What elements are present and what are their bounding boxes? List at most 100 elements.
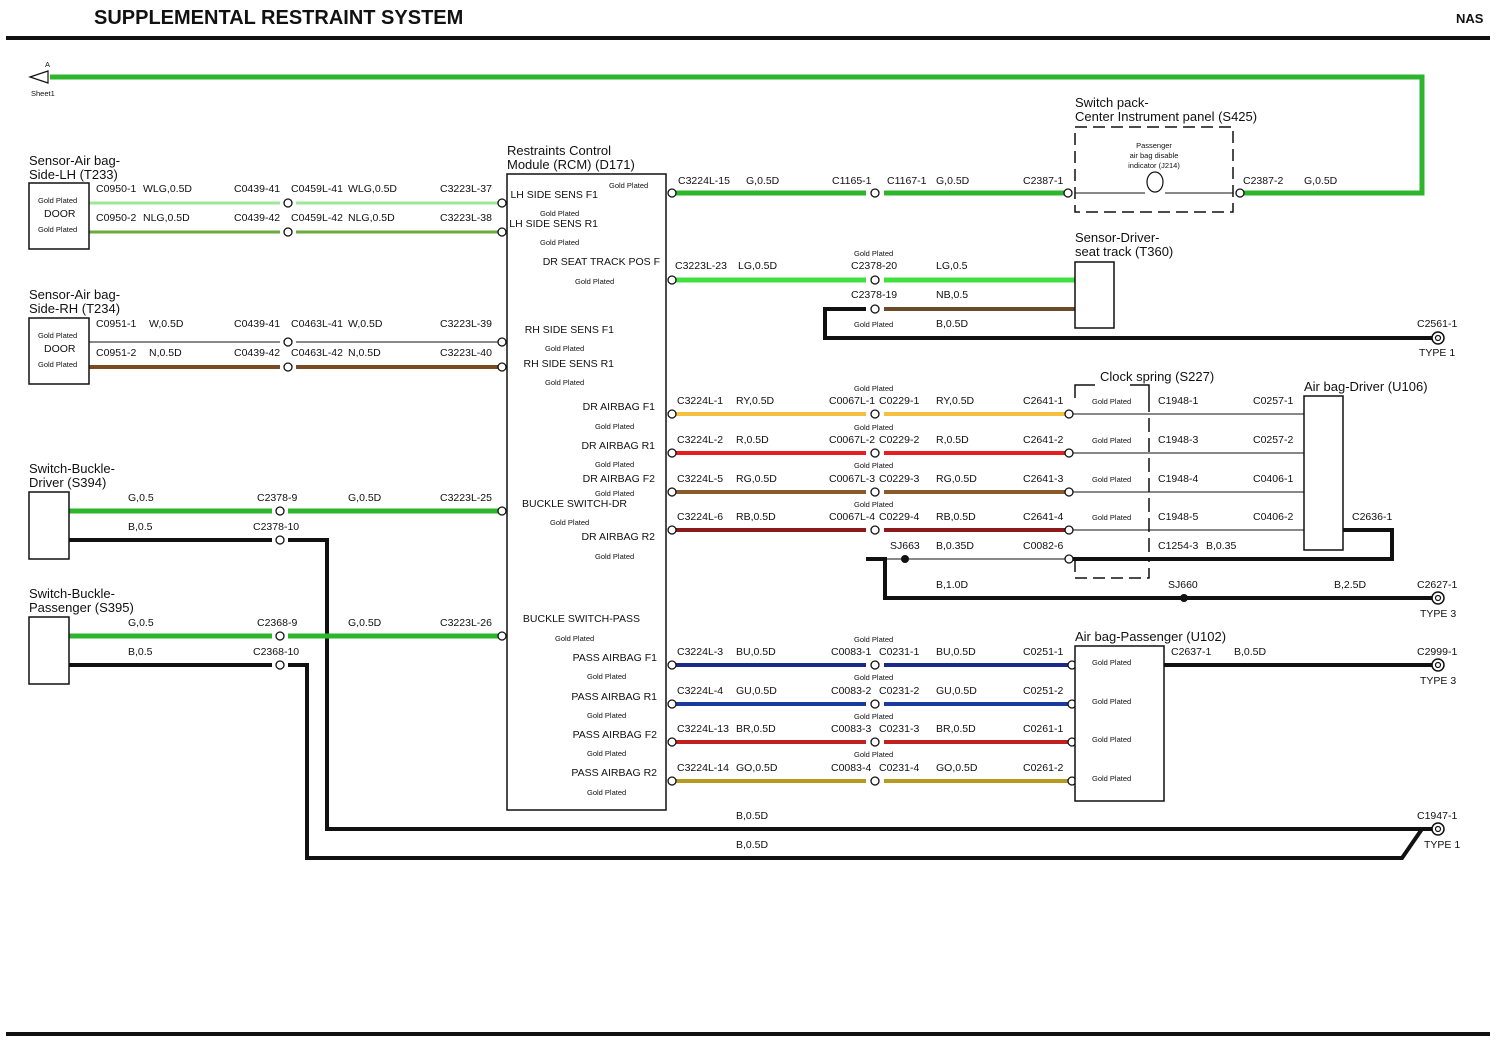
wire-label-m2: SJ660: [1168, 579, 1198, 591]
wire-label-o2: C2378-10: [253, 521, 299, 533]
wire-label-v2: C1947-1: [1417, 810, 1457, 822]
wire-label-b1: C0950-1: [96, 183, 136, 195]
wire-label-i6: C2641-2: [1023, 434, 1063, 446]
wire-label-r8: B,0.5D: [1234, 646, 1267, 658]
wire-label-k9: C2636-1: [1352, 511, 1392, 523]
wire-label-t5: BR,0.5D: [936, 723, 976, 735]
wire-label-c3: C0439-42: [234, 212, 280, 224]
sensor-side-lh-name-2: Side-LH (T233): [29, 167, 118, 182]
rcm-box: [506, 173, 667, 811]
clock-spring-bracket-bottom: [1074, 560, 1150, 579]
wire-label-s4: C0231-2: [879, 685, 919, 697]
wire-label-s3: C0083-2: [831, 685, 871, 697]
wire-label-b2: WLG,0.5D: [143, 183, 192, 195]
connector-icon: [1064, 409, 1074, 419]
wire-label-a5: G,0.5D: [936, 175, 970, 187]
wire-label-k5: RB,0.5D: [936, 511, 976, 523]
airbag-passenger-name: Air bag-Passenger (U102): [1075, 629, 1226, 644]
wire-label-r2: BU,0.5D: [736, 646, 776, 658]
indicator-name-3: indicator (J214): [1128, 161, 1180, 170]
airbag-passenger: Air bag-Passenger (U102): [1074, 629, 1226, 802]
wire-label-n3: G,0.5D: [348, 492, 382, 504]
wire-label-j5: RG,0.5D: [936, 473, 977, 485]
gold-plated-label: Gold Plated: [545, 344, 584, 353]
wire-label-g1: C0951-2: [96, 347, 136, 359]
connector-icon: [667, 776, 677, 786]
wire-label-t1: C3224L-13: [677, 723, 729, 735]
wire-label-e3: B,0.5D: [936, 318, 969, 330]
seat-track-name-2: seat track (T360): [1075, 244, 1173, 259]
connector-icon: [667, 487, 677, 497]
connector-icon: [283, 227, 293, 237]
gold-plated-label: Gold Plated: [587, 749, 626, 758]
gold-plated-label: Gold Plated: [595, 489, 634, 498]
wire-label-l1: SJ663: [890, 540, 920, 552]
connector-icon: [667, 699, 677, 709]
wire-label-q1: B,0.5: [128, 646, 153, 658]
offsheet-sheet: Sheet1: [31, 89, 55, 98]
wire-label-s5: GU,0.5D: [936, 685, 977, 697]
wire-label-i7: C1948-3: [1158, 434, 1198, 446]
clock-spring-bracket-tr: [1130, 384, 1150, 398]
connector-icon: [283, 198, 293, 208]
wire-q-2: [288, 663, 1424, 860]
wire-label-i4: C0229-2: [879, 434, 919, 446]
wire-label-j7: C1948-4: [1158, 473, 1198, 485]
wire-label-r10: TYPE 3: [1420, 675, 1456, 687]
connector-icon: [283, 337, 293, 347]
offsheet-connector[interactable]: A Sheet1: [28, 60, 55, 98]
wire-label-d1: C3223L-23: [675, 260, 727, 272]
connector-icon: [870, 275, 880, 285]
page-title: SUPPLEMENTAL RESTRAINT SYSTEM: [94, 7, 463, 29]
wire-label-d4: LG,0.5: [936, 260, 968, 272]
wire-label-i1: C3224L-2: [677, 434, 723, 446]
rcm-name-2: Module (RCM) (D171): [507, 157, 635, 172]
connector-icon: [870, 448, 880, 458]
indicator-name-1: Passenger: [1136, 141, 1172, 150]
wire-label-k3: C0067L-4: [829, 511, 875, 523]
connector-icon: [275, 535, 285, 545]
gold-plated-label: Gold Plated: [587, 788, 626, 797]
wire-label-f3: C0439-41: [234, 318, 280, 330]
wire-label-f1: C0951-1: [96, 318, 136, 330]
gold-plated-label: Gold Plated: [854, 249, 893, 258]
wire-label-c6: C3223L-38: [440, 212, 492, 224]
connector-icon: [497, 362, 507, 372]
wire-label-f4: C0463L-41: [291, 318, 343, 330]
wire-label-a1: C3224L-15: [678, 175, 730, 187]
wire-label-k4: C0229-4: [879, 511, 919, 523]
offsheet-letter: A: [45, 60, 50, 69]
connector-icon: [497, 337, 507, 347]
wire-label-a3: C1165-1: [832, 175, 872, 187]
switch-buckle-passenger: Switch-Buckle- Passenger (S395): [28, 586, 134, 685]
sensor-side-rh: Sensor-Air bag- Side-RH (T234) Gold Plat…: [28, 287, 120, 385]
gold-plated-label: Gold Plated: [595, 422, 634, 431]
connector-icon: [870, 699, 880, 709]
wire-label-r7: C2637-1: [1171, 646, 1211, 658]
switch-buckle-passenger-name-2: Passenger (S395): [29, 600, 134, 615]
rcm-pin-label: DR AIRBAG F2: [583, 473, 656, 485]
connector-icon: [1064, 487, 1074, 497]
connector-icon: [870, 409, 880, 419]
gold-plated-label: Gold Plated: [1092, 697, 1131, 706]
wire-label-j8: C0406-1: [1253, 473, 1293, 485]
connector-icon: [667, 409, 677, 419]
wire-label-u1: C3224L-14: [677, 762, 729, 774]
switch-buckle-passenger-name-1: Switch-Buckle-: [29, 586, 115, 601]
rcm-pin-label: LH SIDE SENS R1: [509, 218, 598, 230]
wire-label-d2: LG,0.5D: [738, 260, 778, 272]
rcm-pin-label: DR AIRBAG F1: [583, 401, 656, 413]
wire-label-h4: C0229-1: [879, 395, 919, 407]
switch-buckle-driver-box: [28, 491, 70, 560]
gold-plated-label: Gold Plated: [1092, 658, 1131, 667]
connector-icon: [667, 448, 677, 458]
connector-icon: [870, 737, 880, 747]
wire-label-n2: C2378-9: [257, 492, 297, 504]
gold-plated-label: Gold Plated: [587, 711, 626, 720]
wire-m-1: [866, 557, 1432, 600]
gold-plated-label: Gold Plated: [587, 672, 626, 681]
wire-label-c4: C0459L-42: [291, 212, 343, 224]
connector-icon: [667, 525, 677, 535]
connector-icon: [275, 660, 285, 670]
